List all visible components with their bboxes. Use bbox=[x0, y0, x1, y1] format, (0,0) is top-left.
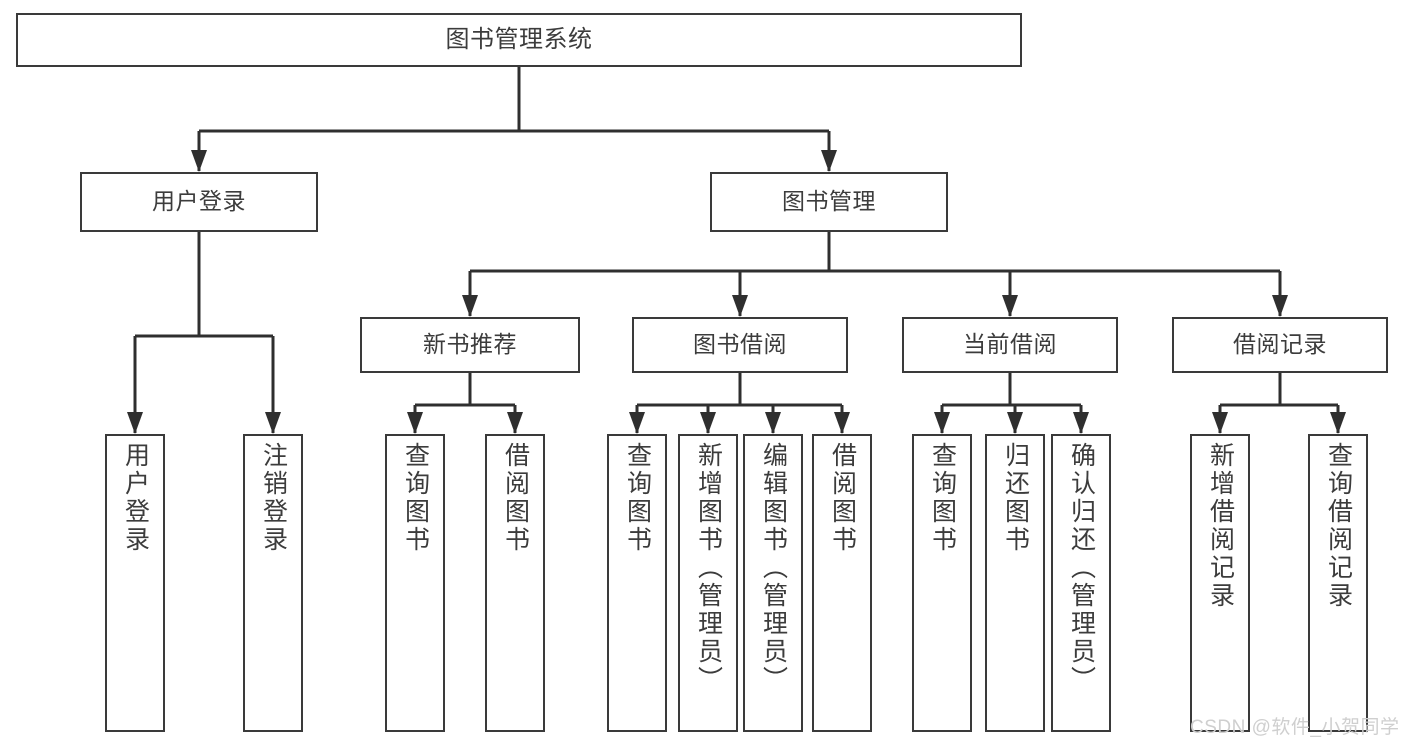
node-label: 新增图书（管理员） bbox=[694, 442, 723, 694]
node-label: 归还图书 bbox=[1001, 442, 1030, 554]
node-leaf11[interactable]: 确认归还（管理员） bbox=[1051, 434, 1111, 732]
node-root[interactable]: 图书管理系统 bbox=[16, 13, 1022, 67]
node-newbook[interactable]: 新书推荐 bbox=[360, 317, 580, 373]
node-label: 当前借阅 bbox=[963, 331, 1057, 358]
node-label: 用户登录 bbox=[152, 188, 246, 215]
node-label: 查询图书 bbox=[623, 442, 652, 554]
arrow-head-leaf3 bbox=[407, 412, 423, 434]
arrow-head-leaf11 bbox=[1073, 412, 1089, 434]
node-bookmgmt[interactable]: 图书管理 bbox=[710, 172, 948, 232]
node-label: 查询图书 bbox=[928, 442, 957, 554]
arrow-head-borrow bbox=[732, 295, 748, 317]
node-label: 确认归还（管理员） bbox=[1067, 442, 1096, 694]
node-leaf9[interactable]: 查询图书 bbox=[912, 434, 972, 732]
node-label: 新增借阅记录 bbox=[1206, 442, 1235, 610]
node-leaf4[interactable]: 借阅图书 bbox=[485, 434, 545, 732]
node-label: 新书推荐 bbox=[423, 331, 517, 358]
arrow-head-current bbox=[1002, 295, 1018, 317]
node-leaf2[interactable]: 注销登录 bbox=[243, 434, 303, 732]
node-label: 用户登录 bbox=[121, 442, 150, 554]
arrow-head-bookmgmt bbox=[821, 150, 837, 172]
node-label: 借阅图书 bbox=[501, 442, 530, 554]
node-leaf8[interactable]: 借阅图书 bbox=[812, 434, 872, 732]
arrow-head-leaf5 bbox=[629, 412, 645, 434]
node-label: 注销登录 bbox=[259, 442, 288, 554]
arrow-head-leaf1 bbox=[127, 412, 143, 434]
arrow-head-leaf4 bbox=[507, 412, 523, 434]
arrow-head-leaf9 bbox=[934, 412, 950, 434]
arrow-head-login bbox=[191, 150, 207, 172]
node-current[interactable]: 当前借阅 bbox=[902, 317, 1118, 373]
node-login[interactable]: 用户登录 bbox=[80, 172, 318, 232]
node-leaf13[interactable]: 查询借阅记录 bbox=[1308, 434, 1368, 732]
arrow-head-record bbox=[1272, 295, 1288, 317]
node-label: 图书管理系统 bbox=[445, 25, 593, 53]
node-label: 查询借阅记录 bbox=[1324, 442, 1353, 610]
node-leaf1[interactable]: 用户登录 bbox=[105, 434, 165, 732]
node-leaf5[interactable]: 查询图书 bbox=[607, 434, 667, 732]
arrow-head-leaf6 bbox=[700, 412, 716, 434]
arrow-head-leaf8 bbox=[834, 412, 850, 434]
arrow-head-leaf7 bbox=[765, 412, 781, 434]
node-leaf7[interactable]: 编辑图书（管理员） bbox=[743, 434, 803, 732]
node-leaf3[interactable]: 查询图书 bbox=[385, 434, 445, 732]
node-label: 借阅图书 bbox=[828, 442, 857, 554]
arrow-head-leaf13 bbox=[1330, 412, 1346, 434]
node-leaf6[interactable]: 新增图书（管理员） bbox=[678, 434, 738, 732]
node-label: 查询图书 bbox=[401, 442, 430, 554]
arrow-head-leaf2 bbox=[265, 412, 281, 434]
arrow-head-leaf12 bbox=[1212, 412, 1228, 434]
node-leaf12[interactable]: 新增借阅记录 bbox=[1190, 434, 1250, 732]
arrow-head-leaf10 bbox=[1007, 412, 1023, 434]
arrow-head-newbook bbox=[462, 295, 478, 317]
node-leaf10[interactable]: 归还图书 bbox=[985, 434, 1045, 732]
node-record[interactable]: 借阅记录 bbox=[1172, 317, 1388, 373]
watermark-text: CSDN @软件_小贺同学 bbox=[1190, 717, 1400, 738]
node-label: 借阅记录 bbox=[1233, 331, 1327, 358]
node-label: 编辑图书（管理员） bbox=[759, 442, 788, 694]
node-label: 图书管理 bbox=[782, 188, 876, 215]
node-borrow[interactable]: 图书借阅 bbox=[632, 317, 848, 373]
node-label: 图书借阅 bbox=[693, 331, 787, 358]
